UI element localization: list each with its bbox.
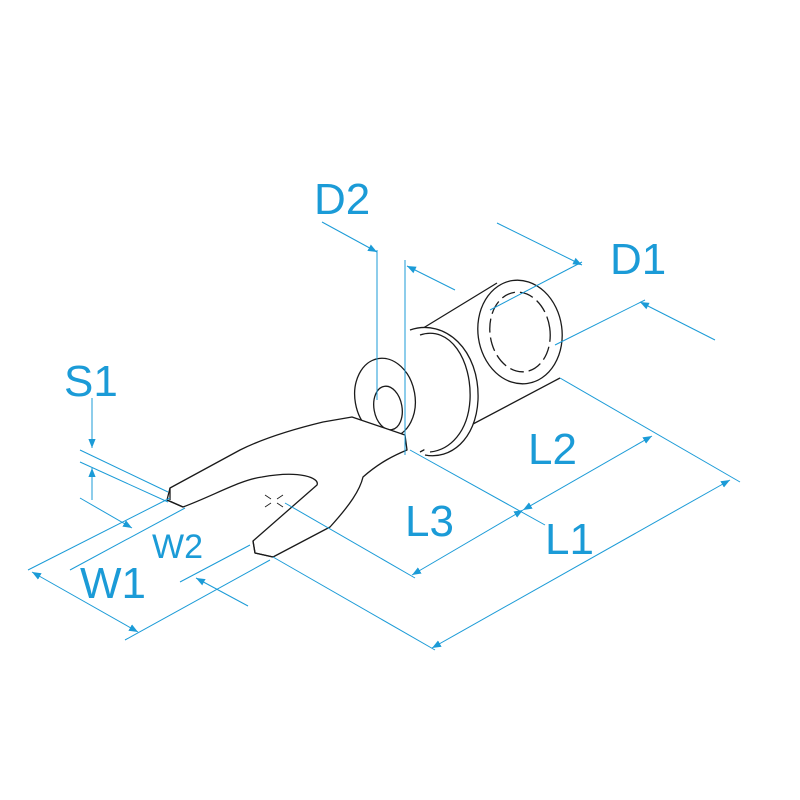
ring-hole: [373, 385, 403, 431]
s1-extension: [79, 449, 169, 503]
label-d2: D2: [314, 175, 371, 224]
dimension-lines: [27, 221, 741, 651]
fork: [166, 416, 408, 558]
w2-arrow-right: [195, 577, 249, 607]
w1-dim: [31, 571, 139, 633]
l1-dim: [431, 479, 731, 649]
w2-extension-right: [179, 544, 251, 583]
d2-arrow-right: [406, 265, 456, 291]
label-l1: L1: [545, 515, 594, 564]
l-extension-tip: [272, 556, 436, 651]
label-l3: L3: [405, 497, 454, 546]
d1-extension-top: [489, 261, 583, 311]
terminal-outline: [166, 279, 563, 558]
d1-arrow-bottom: [639, 301, 716, 341]
d1-arrow-top: [496, 222, 583, 266]
d1-extension-bottom: [554, 299, 646, 346]
w2-extension: [69, 507, 186, 571]
w2-arrow-left: [79, 497, 133, 529]
label-d1: D1: [610, 235, 667, 284]
w1-extension: [27, 497, 271, 641]
barrel-inner: [489, 291, 551, 373]
l-extension-center: [284, 502, 416, 579]
collar: [409, 326, 479, 457]
label-w1: W1: [80, 559, 146, 608]
d2-arrow-left: [321, 221, 378, 253]
label-l2: L2: [528, 425, 577, 474]
label-s1: S1: [64, 357, 118, 406]
center-mark: [264, 494, 284, 508]
l-extension-barrel: [559, 377, 741, 483]
label-w2: W2: [152, 528, 203, 566]
